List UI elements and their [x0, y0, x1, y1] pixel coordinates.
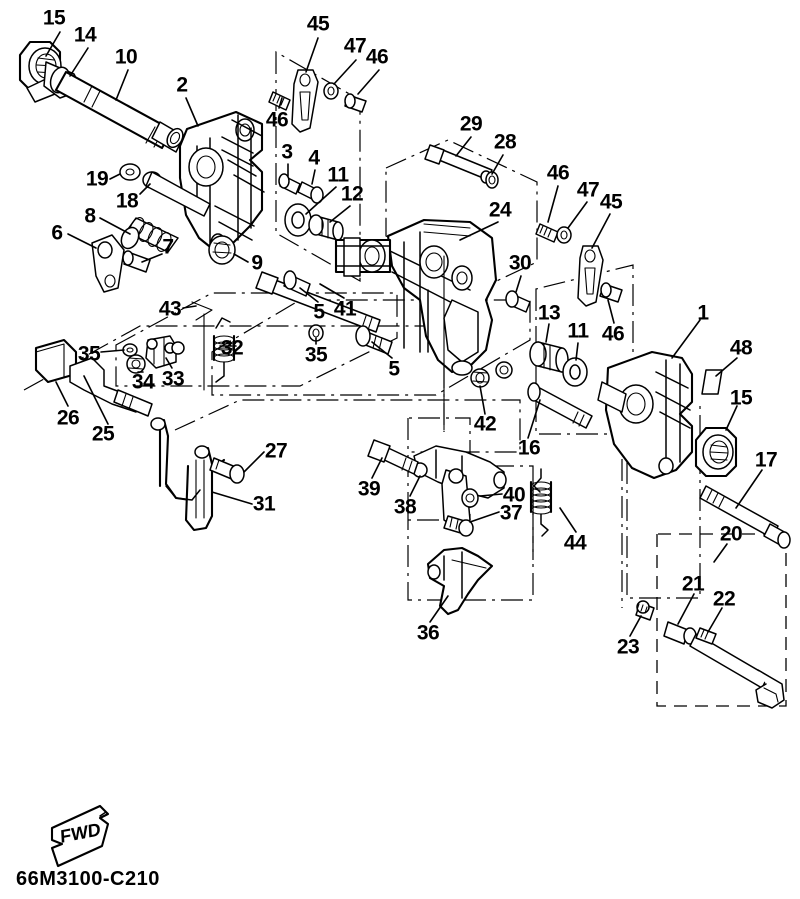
callout-number-5: 5 [388, 357, 400, 381]
part-3-4-11-12-fasteners [278, 173, 344, 241]
callout-number-35: 35 [304, 343, 328, 367]
callout-number-20: 20 [719, 522, 743, 546]
callout-number-44: 44 [563, 531, 587, 555]
callout-number-17: 17 [754, 448, 778, 472]
callout-number-46: 46 [365, 45, 389, 69]
part-40-pin [461, 488, 479, 508]
part-13-bush [527, 341, 593, 429]
callout-number-40: 40 [502, 483, 526, 507]
callout-number-19: 19 [85, 167, 109, 191]
callout-number-15: 15 [729, 386, 753, 410]
callout-number-45: 45 [306, 12, 330, 36]
part-15-nut-right [694, 426, 738, 478]
part-38-lever [412, 445, 507, 537]
part-25-handle-rod [69, 357, 153, 417]
callout-number-11: 11 [327, 163, 349, 187]
part-41-bolt [122, 270, 393, 357]
callout-number-35: 35 [77, 342, 101, 366]
callout-number-46: 46 [601, 322, 625, 346]
part-27-bolt [209, 457, 245, 484]
callout-number-32: 32 [220, 336, 244, 360]
part-24-swivel-bracket [334, 218, 498, 376]
callout-number-31: 31 [252, 492, 276, 516]
callout-number-34: 34 [131, 370, 155, 394]
callout-number-24: 24 [488, 198, 512, 222]
callout-number-9: 9 [251, 251, 263, 275]
callout-number-21: 21 [681, 572, 705, 596]
callout-number-8: 8 [84, 204, 96, 228]
callout-number-1: 1 [697, 301, 709, 325]
callout-number-5: 5 [313, 300, 325, 324]
callout-number-38: 38 [393, 495, 417, 519]
callout-number-39: 39 [357, 477, 381, 501]
part-44-spring [529, 468, 553, 537]
part-29-bolt [424, 144, 499, 189]
part-31-stand [150, 417, 226, 532]
callout-number-41: 41 [333, 297, 357, 321]
callout-number-47: 47 [576, 178, 600, 202]
callout-number-25: 25 [91, 422, 115, 446]
callout-number-47: 47 [343, 34, 367, 58]
callout-number-4: 4 [308, 146, 320, 170]
callout-number-27: 27 [264, 439, 288, 463]
part-23-bolt [635, 600, 655, 621]
callout-number-3: 3 [281, 140, 293, 164]
part-20-lock-assembly [663, 621, 785, 709]
callout-number-36: 36 [416, 621, 440, 645]
leader-lines [45, 31, 763, 637]
callout-number-45: 45 [599, 190, 623, 214]
part-8-spring-group [91, 163, 236, 293]
part-45-link-right [535, 223, 623, 307]
callout-number-26: 26 [56, 406, 80, 430]
fwd-arrow-icon [50, 804, 110, 868]
part-2-clamp-bracket-left [178, 110, 265, 253]
callout-number-28: 28 [493, 130, 517, 154]
part-36-bracket [426, 546, 494, 616]
diagram-code: 66M3100-C210 [16, 868, 160, 890]
callout-number-16: 16 [517, 436, 541, 460]
part-39-bolt [367, 439, 419, 475]
callout-number-46: 46 [546, 161, 570, 185]
callout-number-15: 15 [42, 6, 66, 30]
part-1-clamp-bracket-right [597, 350, 694, 480]
callout-number-33: 33 [161, 367, 185, 391]
callout-number-13: 13 [537, 301, 561, 325]
callout-number-23: 23 [616, 635, 640, 659]
callout-number-10: 10 [114, 45, 138, 69]
callout-number-46: 46 [265, 108, 289, 132]
callout-number-2: 2 [176, 73, 188, 97]
callout-number-11: 11 [567, 319, 589, 343]
callout-number-6: 6 [51, 221, 63, 245]
callout-number-12: 12 [340, 182, 364, 206]
part-45-link-upper [268, 69, 367, 133]
callout-number-22: 22 [712, 587, 736, 611]
callout-number-29: 29 [459, 112, 483, 136]
callout-number-37: 37 [499, 501, 523, 525]
callout-number-30: 30 [508, 251, 532, 275]
part-17-long-bolt [699, 485, 791, 549]
callout-number-43: 43 [158, 297, 182, 321]
callout-number-7: 7 [162, 235, 174, 259]
callout-number-14: 14 [73, 23, 97, 47]
callout-number-42: 42 [473, 412, 497, 436]
callout-number-18: 18 [115, 189, 139, 213]
callout-number-48: 48 [729, 336, 753, 360]
part-10-shaft-assembly [18, 40, 185, 153]
